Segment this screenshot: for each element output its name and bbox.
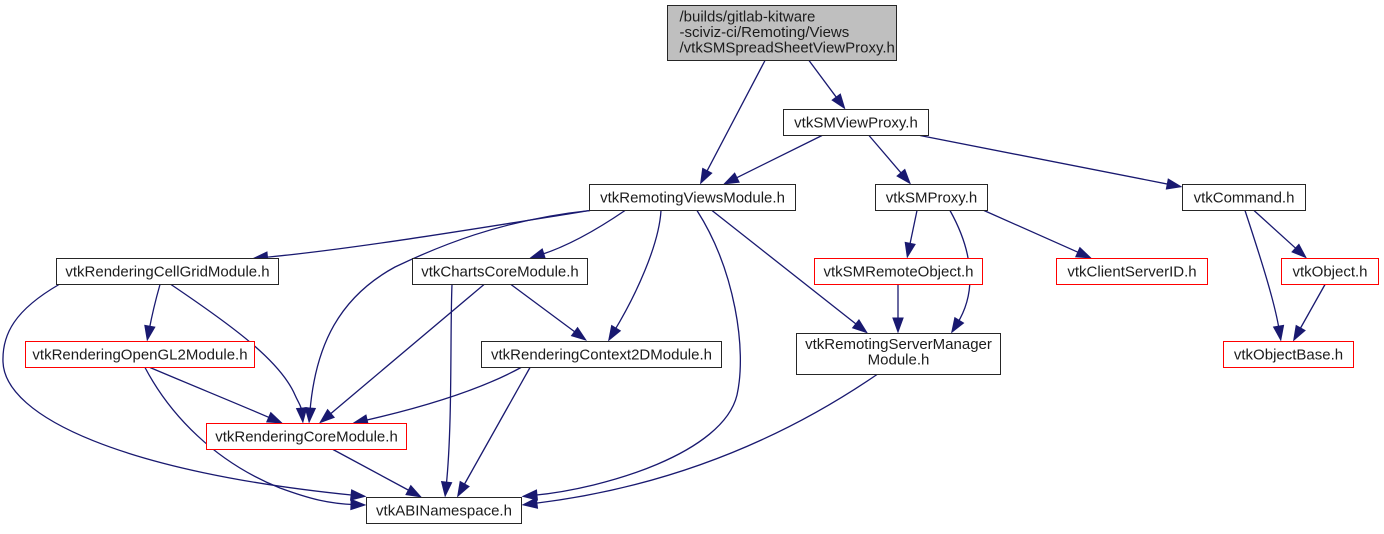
svg-text:vtkObjectBase.h: vtkObjectBase.h (1234, 347, 1343, 364)
svg-text:vtkRemotingViewsModule.h: vtkRemotingViewsModule.h (600, 190, 785, 207)
svg-text:/vtkSMSpreadSheetViewProxy.h: /vtkSMSpreadSheetViewProxy.h (680, 39, 895, 56)
svg-text:vtkRenderingOpenGL2Module.h: vtkRenderingOpenGL2Module.h (32, 347, 247, 364)
svg-text:vtkClientServerID.h: vtkClientServerID.h (1067, 264, 1196, 281)
svg-text:vtkRenderingCellGridModule.h: vtkRenderingCellGridModule.h (65, 264, 269, 281)
svg-text:/builds/gitlab-kitware: /builds/gitlab-kitware (680, 9, 816, 26)
svg-text:vtkCommand.h: vtkCommand.h (1194, 190, 1295, 207)
svg-text:Module.h: Module.h (868, 352, 930, 369)
svg-text:vtkRenderingContext2DModule.h: vtkRenderingContext2DModule.h (491, 347, 712, 364)
svg-text:vtkSMViewProxy.h: vtkSMViewProxy.h (794, 115, 918, 132)
svg-text:vtkRemotingServerManager: vtkRemotingServerManager (805, 336, 992, 353)
svg-text:vtkSMProxy.h: vtkSMProxy.h (886, 190, 977, 207)
svg-text:-sciviz-ci/Remoting/Views: -sciviz-ci/Remoting/Views (680, 24, 850, 41)
svg-text:vtkChartsCoreModule.h: vtkChartsCoreModule.h (421, 264, 579, 281)
svg-text:vtkObject.h: vtkObject.h (1292, 264, 1367, 281)
svg-text:vtkSMRemoteObject.h: vtkSMRemoteObject.h (823, 264, 973, 281)
svg-text:vtkRenderingCoreModule.h: vtkRenderingCoreModule.h (215, 429, 398, 446)
svg-text:vtkABINamespace.h: vtkABINamespace.h (376, 503, 512, 520)
